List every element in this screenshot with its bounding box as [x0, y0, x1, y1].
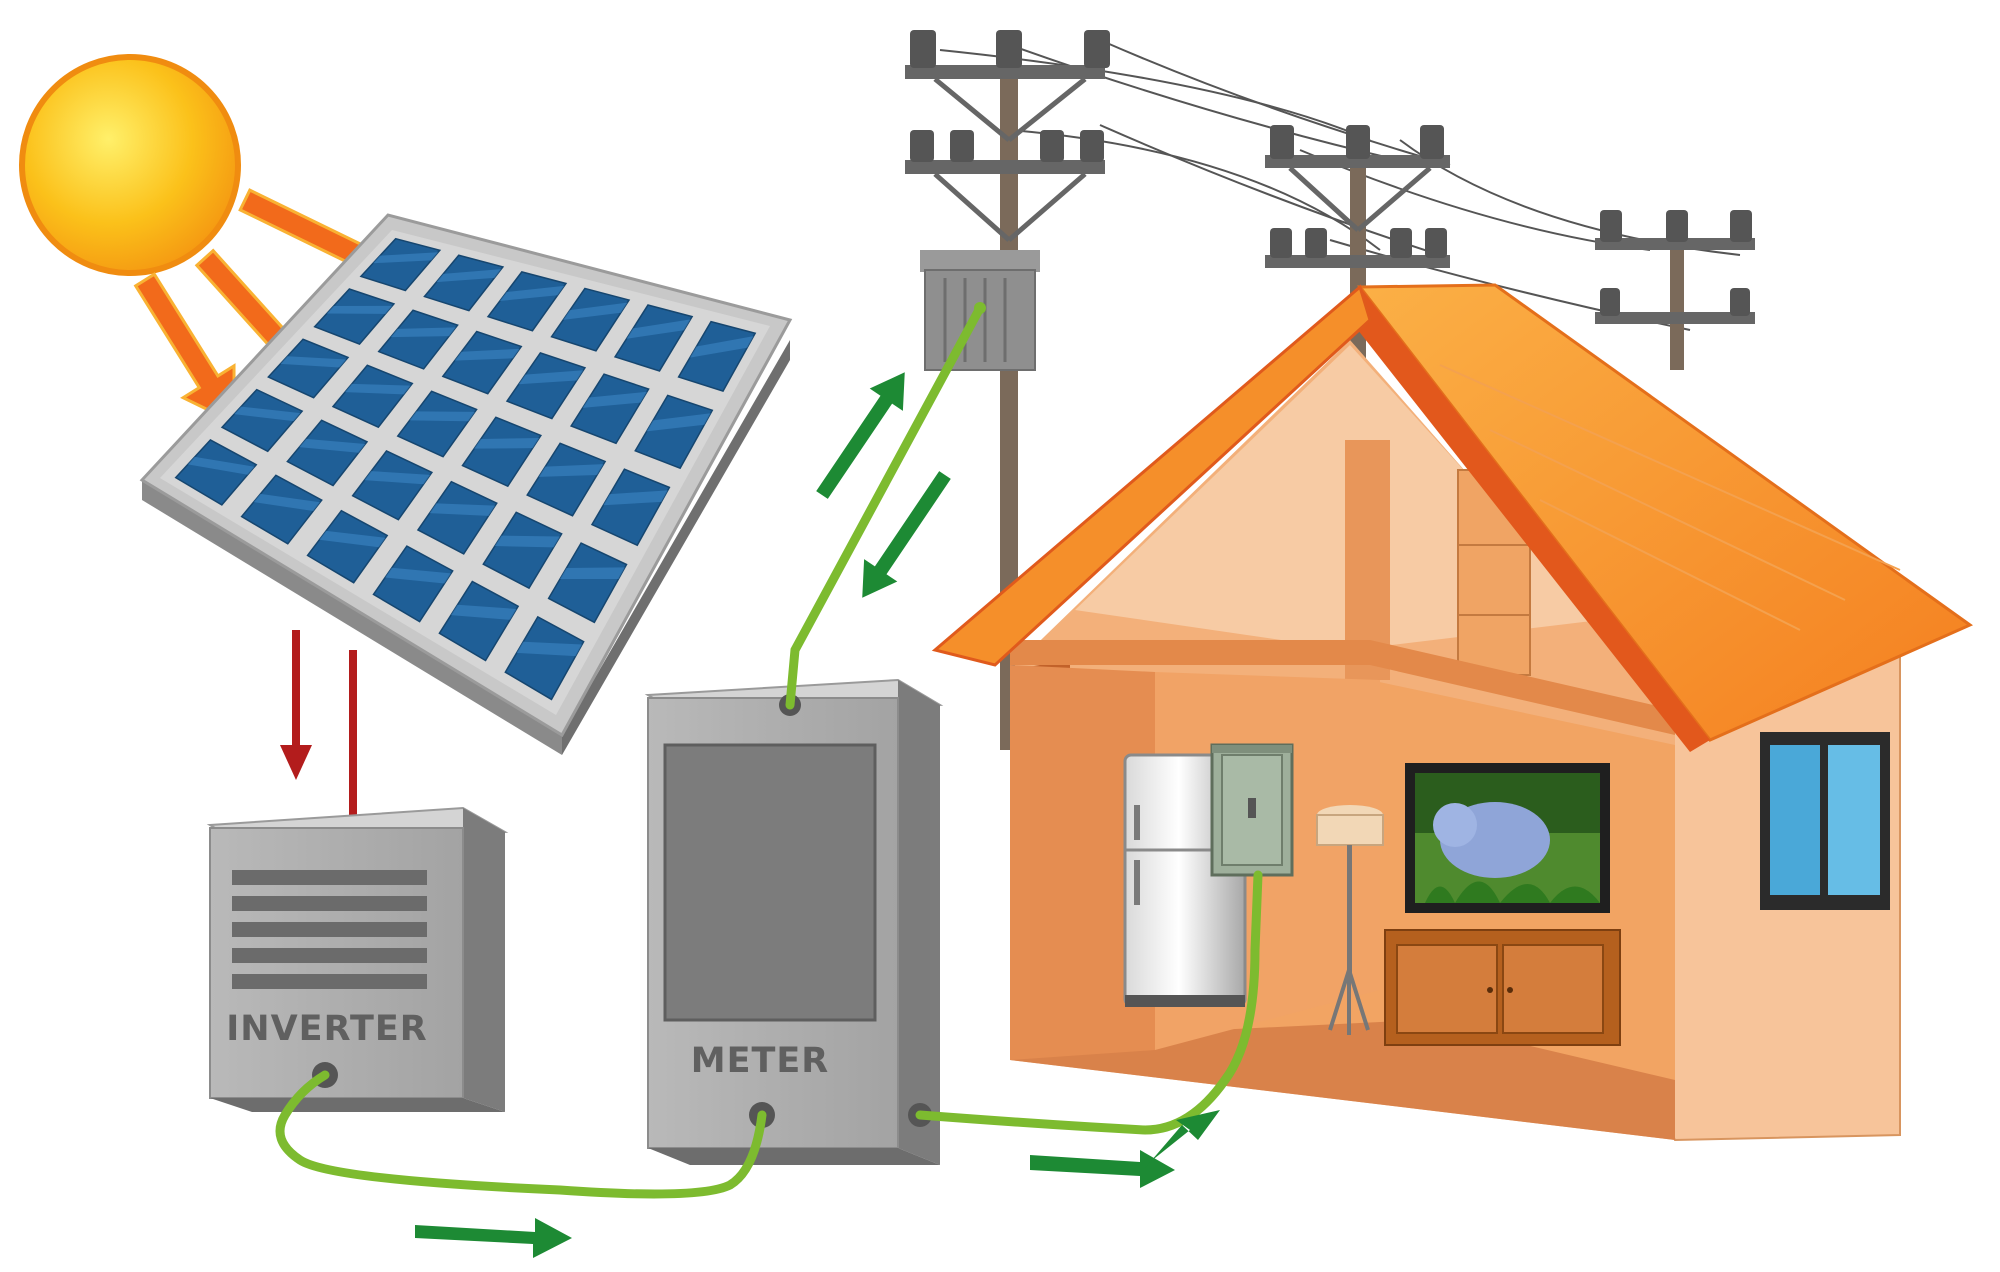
solar-cell	[677, 320, 757, 392]
solar-cell	[220, 388, 304, 453]
solar-cell-shine	[373, 252, 439, 264]
solar-cell-shine	[326, 305, 393, 314]
solar-cell	[416, 480, 498, 555]
cabinet-icon	[1384, 929, 1621, 1046]
solar-cell	[359, 237, 442, 292]
inverter-vents	[232, 870, 427, 989]
solar-cell-shine	[390, 327, 456, 338]
sun-icon	[19, 54, 241, 276]
dc-wire-up	[349, 650, 357, 822]
solar-cell	[377, 309, 459, 370]
solar-cell-shine	[436, 269, 502, 283]
solar-cell	[240, 474, 323, 545]
solar-cell	[461, 416, 542, 488]
flow-arrow-right	[415, 1218, 572, 1258]
solar-cell-shine	[234, 406, 301, 422]
solar-cell-shine	[385, 567, 452, 584]
solar-cell-shine	[626, 319, 691, 339]
solar-cell	[438, 580, 520, 662]
flow-arrow-curve	[1120, 1110, 1220, 1168]
solar-cell	[396, 390, 478, 458]
solar-cell-shine	[345, 383, 411, 395]
solar-cell-shine	[253, 493, 321, 511]
solar-cell	[526, 442, 607, 517]
solar-cell	[569, 373, 650, 445]
utility-pole-icon	[1265, 125, 1450, 450]
solar-cell	[372, 545, 454, 623]
solar-cell	[482, 511, 563, 590]
power-lines	[939, 39, 1741, 331]
solar-cell-shine	[582, 391, 647, 408]
meter-display	[663, 743, 877, 1022]
solar-cell	[331, 364, 414, 429]
solar-cell-shine	[559, 567, 625, 580]
solar-cell	[504, 615, 585, 701]
solar-cell-shine	[646, 413, 711, 432]
solar-cell-shine	[538, 464, 604, 477]
solar-cell-shine	[494, 535, 561, 548]
solar-cell	[351, 450, 434, 521]
flow-arrow-up	[816, 372, 905, 499]
window-icon	[1760, 732, 1890, 910]
solar-cell	[313, 288, 396, 345]
solar-cell-shine	[603, 490, 668, 506]
solar-cell-shine	[409, 411, 475, 422]
transformer-icon	[920, 250, 1040, 371]
solar-cell	[423, 254, 505, 312]
solar-cell	[306, 509, 389, 584]
ac-wire-meter-house	[915, 870, 1263, 1135]
solar-cell-shine	[563, 302, 628, 320]
meter-icon: METER	[644, 678, 944, 1165]
solar-cell-shine	[364, 471, 431, 485]
solar-cell-shine	[187, 456, 255, 475]
floor-lamp-icon	[1316, 805, 1384, 1035]
solar-cell-shine	[454, 348, 520, 361]
solar-cell	[550, 287, 631, 352]
solar-cell-shine	[689, 336, 754, 358]
inverter-label: INVERTER	[226, 1009, 427, 1049]
solar-cell	[174, 438, 258, 506]
solar-cell	[286, 419, 369, 487]
dc-wires	[280, 630, 357, 822]
flow-arrow-right	[1030, 1150, 1175, 1188]
television-icon	[1405, 763, 1610, 913]
utility-pole-icon	[1595, 210, 1755, 370]
flow-arrow-down	[862, 471, 951, 598]
solar-cell-shine	[450, 604, 517, 620]
solar-cell	[547, 542, 628, 624]
solar-cell-shine	[429, 503, 496, 516]
solar-cell-shine	[299, 438, 366, 453]
solar-cell	[590, 468, 671, 547]
solar-cell	[634, 394, 714, 470]
solar-cell-shine	[516, 641, 583, 657]
energy-flow-arrows	[415, 372, 1220, 1258]
breaker-box-icon	[1210, 743, 1294, 877]
utility-pole-icon	[905, 30, 1110, 750]
ac-wires	[275, 303, 1263, 1199]
solar-cell	[441, 330, 523, 395]
roof	[1356, 283, 1974, 742]
solar-cell	[267, 338, 350, 399]
solar-cell-shine	[499, 285, 565, 301]
dc-down-arrow	[280, 745, 312, 780]
solar-cell	[505, 351, 587, 420]
solar-cell-shine	[319, 530, 386, 548]
meter-label: METER	[691, 1041, 829, 1081]
solar-cell-shine	[280, 356, 347, 368]
inverter-icon: INVERTER	[206, 806, 509, 1112]
solar-cell	[486, 271, 568, 332]
solar-panel-cells	[174, 237, 757, 701]
dc-wire-down	[292, 630, 300, 748]
ac-wire-inverter-meter	[275, 1070, 767, 1199]
solar-cell-shine	[518, 370, 584, 385]
ac-wire-meter-grid	[785, 303, 985, 710]
solar-panel-icon	[139, 213, 793, 755]
solar-cell-shine	[474, 437, 540, 449]
solar-cell	[613, 304, 694, 372]
